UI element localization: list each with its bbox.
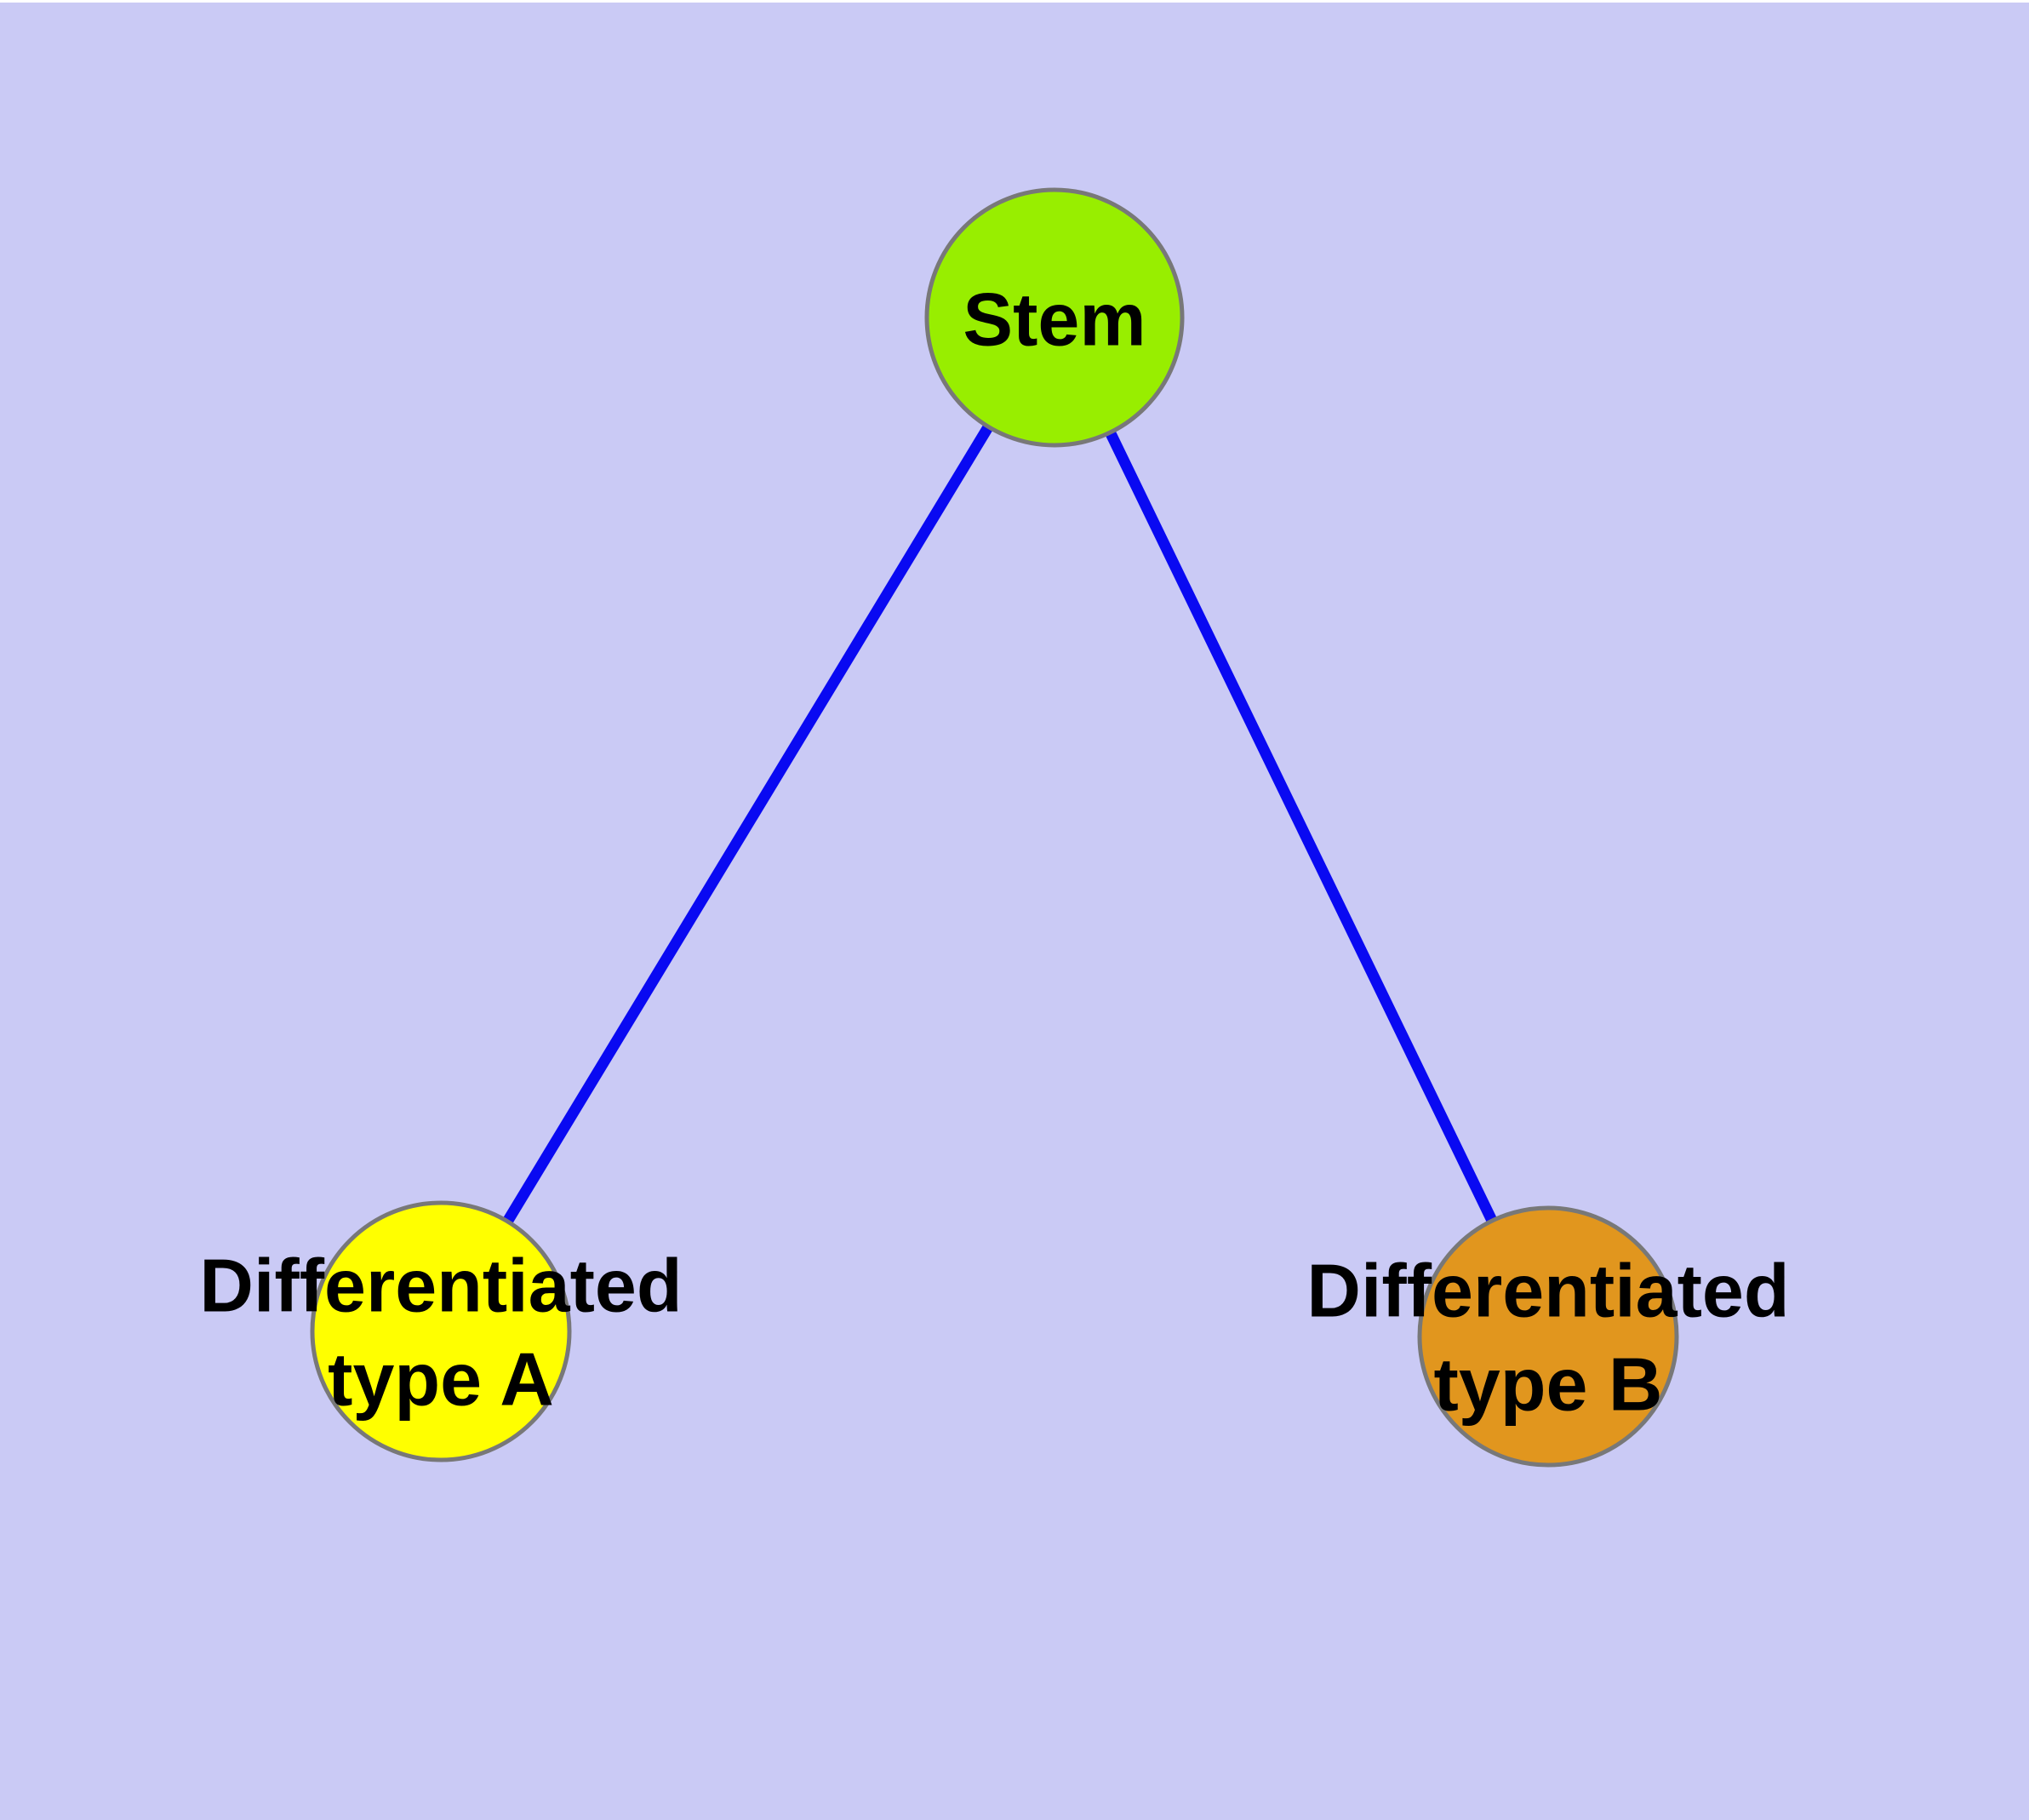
node-stem-circle[interactable] [924,187,1185,448]
edge-stem-to-type-a [436,314,1060,1335]
node-type-b-label-line2: type B [1434,1342,1663,1427]
node-type-a-label-line1: Differentiated [199,1244,682,1328]
node-stem-label: Stem [963,278,1146,362]
edge-stem-to-type-b [1049,315,1553,1339]
node-type-b-label-line1: Differentiated [1306,1249,1789,1333]
node-type-a-label-line2: type A [328,1337,554,1422]
node-type-b-circle[interactable] [1417,1205,1679,1468]
top-white-strip [0,0,2029,3]
node-type-a-circle[interactable] [310,1200,572,1462]
